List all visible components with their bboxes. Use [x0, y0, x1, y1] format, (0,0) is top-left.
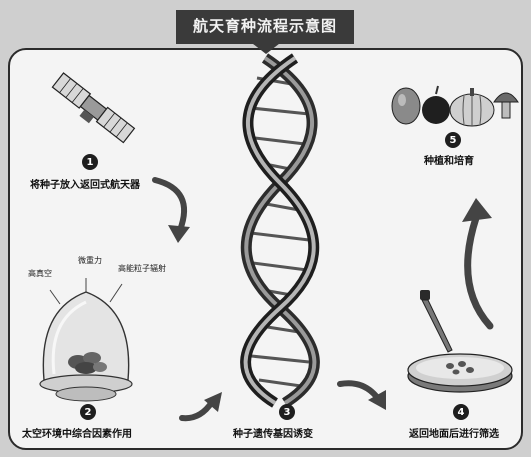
step-4-number: 4 — [453, 404, 469, 420]
step-1-number: 1 — [82, 154, 98, 170]
step-2-number: 2 — [80, 404, 96, 420]
step-1-caption: 将种子放入返回式航天器 — [30, 176, 140, 191]
arrow-1-to-2 — [150, 175, 210, 245]
step-5-caption: 种植和培育 — [424, 152, 474, 167]
arrow-4-to-5 — [446, 196, 506, 336]
capsule-illustration — [30, 270, 140, 410]
diagram-title: 航天育种流程示意图 — [176, 10, 354, 44]
factor-microgravity-label: 微重力 — [78, 255, 102, 266]
step-3-caption: 种子遗传基因诱变 — [233, 425, 313, 440]
dna-helix-illustration — [225, 58, 335, 403]
vegetables-illustration — [388, 76, 520, 136]
step-4-caption: 返回地面后进行筛选 — [409, 425, 499, 440]
arrow-2-to-3 — [178, 386, 228, 426]
step-2-caption: 太空环境中综合因素作用 — [22, 425, 132, 440]
arrow-3-to-4 — [336, 376, 396, 416]
step-3-number: 3 — [279, 404, 295, 420]
step-5-number: 5 — [445, 132, 461, 148]
satellite-illustration — [40, 62, 150, 157]
title-pointer — [248, 40, 284, 54]
